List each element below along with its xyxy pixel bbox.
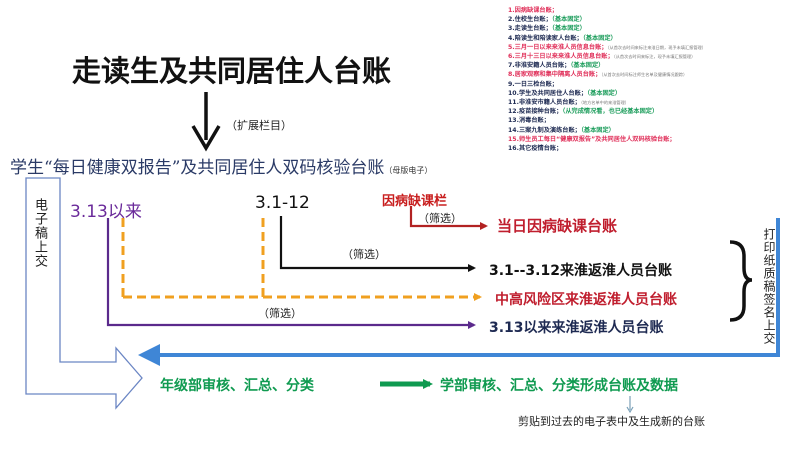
ledger-item-tag: （基本固定） bbox=[587, 89, 622, 97]
ledger-item-text: 非淮安籍人员台账； bbox=[514, 62, 571, 70]
expand-note: （扩展栏目） bbox=[226, 119, 292, 132]
ledger-list-item: 7.非淮安籍人员台账；（基本固定） bbox=[508, 61, 794, 70]
ledger-item-number: 14. bbox=[508, 126, 519, 134]
ledger-item-number: 7. bbox=[508, 62, 515, 70]
ledger-item-number: 16. bbox=[508, 145, 519, 153]
ledger-item-number: 6. bbox=[508, 53, 515, 61]
ledger-heading-sub: （母版电子） bbox=[384, 166, 433, 175]
ledger-item-text: 居家观察和集中隔离人员台账； bbox=[514, 71, 602, 79]
ledger-list-item: 1.因病缺课台账； bbox=[508, 6, 794, 15]
ledger-item-text: 三月一日以来来淮人员信息台账； bbox=[514, 43, 608, 51]
ledger-heading-main: 学生“每日健康双报告”及共同居住人双码核验台账 bbox=[10, 158, 385, 178]
ledger-item-text: 三月十三日以来来淮人员信息台账； bbox=[514, 53, 614, 61]
red-connector bbox=[409, 206, 488, 230]
hollow-arrow bbox=[25, 177, 143, 410]
ledger-item-note: （从首次去时间标注师生名单及健康情况跟踪） bbox=[601, 72, 688, 78]
ledger-item-text: 一日三检台账； bbox=[514, 80, 558, 88]
ledger-list-item: 8.居家观察和集中隔离人员台账；（从首次去时间标注师生名单及健康情况跟踪） bbox=[508, 70, 794, 79]
page-title: 走读生及共同居住人台账 bbox=[72, 54, 392, 88]
ledger-list-item: 5.三月一日以来来淮人员信息台账；（从首次去时间来标注来淮日期，现予未填汇报管理… bbox=[508, 43, 794, 52]
output-sick-ledger: 当日因病缺课台账 bbox=[497, 217, 618, 235]
school-review-step: 学部审核、汇总、分类形成台账及数据 bbox=[440, 378, 678, 394]
ledger-item-text: 走读生台账； bbox=[514, 25, 552, 33]
ledger-list-item: 2.住校生台账；（基本固定） bbox=[508, 15, 794, 24]
ledger-list-item: 11.非淮安市籍人员台账；（地方名单中的来淮管理） bbox=[508, 98, 794, 107]
filter-label-sick: （筛选） bbox=[418, 212, 462, 225]
paste-note: 剪贴到过去的电子表中及生成新的台账 bbox=[518, 415, 705, 428]
filter-label-purple: （筛选） bbox=[258, 307, 302, 320]
output-return-31-312: 3.1--3.12来淮返淮人员台账 bbox=[489, 263, 672, 279]
ledger-item-text: 疫苗接种台账； bbox=[518, 108, 563, 116]
ledger-item-tag: （基本固定） bbox=[580, 126, 615, 134]
ledger-item-text: 其它疫情台账； bbox=[518, 145, 563, 153]
ledger-list-item: 15.师生员工每日“健康双报告”及共同居住人双码核验台账； bbox=[508, 135, 794, 144]
ledger-item-tag: （基本固定） bbox=[570, 62, 605, 70]
ledger-list-item: 14.三案九制及演练台账；（基本固定） bbox=[508, 126, 794, 135]
ledger-item-text: 非淮安市籍人员台账； bbox=[518, 99, 581, 107]
ledger-item-number: 15. bbox=[508, 135, 519, 143]
ledger-item-text: 学生及共同居住人台账； bbox=[518, 89, 588, 97]
ledger-heading: 学生“每日健康双报告”及共同居住人双码核验台账（母版电子） bbox=[10, 153, 432, 178]
output-return-313: 3.13以来来淮返淮人员台账 bbox=[489, 320, 664, 336]
ledger-item-number: 10. bbox=[508, 89, 519, 97]
down-arrow-head bbox=[191, 125, 221, 152]
ledger-item-text: 消毒台账； bbox=[518, 117, 550, 125]
ledger-item-text: 师生员工每日“健康双报告”及共同居住人双码核验台账； bbox=[518, 135, 676, 143]
right-brace bbox=[729, 240, 753, 322]
ledger-item-number: 4. bbox=[508, 34, 515, 42]
ledger-list-item: 4.陪读生和陪读家人台账；（基本固定） bbox=[508, 34, 794, 43]
ledger-item-number: 1. bbox=[508, 7, 515, 14]
black-connector bbox=[279, 216, 476, 272]
grade-review-step: 年级部审核、汇总、分类 bbox=[160, 378, 314, 394]
node-31-12: 3.1-12 bbox=[255, 193, 310, 213]
ledger-item-note: （从首次去时间来标注来淮日期，现予未填汇报管理） bbox=[607, 44, 706, 50]
purple-connector bbox=[106, 218, 476, 329]
ledger-list-item: 9.一日三检台账； bbox=[508, 80, 794, 89]
ledger-item-text: 三案九制及演练台账； bbox=[518, 126, 581, 134]
ledger-item-note: （地方名单中的来淮管理） bbox=[580, 100, 629, 106]
paper-submit-label: 打印纸质稿签名上交 bbox=[762, 228, 776, 345]
ledger-item-number: 5. bbox=[508, 43, 515, 51]
ledger-list-item: 10.学生及共同居住人台账；（基本固定） bbox=[508, 89, 794, 98]
ledger-item-number: 3. bbox=[508, 25, 515, 33]
ledger-item-tag: （基本固定） bbox=[551, 25, 586, 33]
ledger-list-item: 6.三月十三日以来来淮人员信息台账；（从首次去时间来标注，现予未填汇报管理） bbox=[508, 52, 794, 61]
ledger-item-number: 13. bbox=[508, 117, 519, 125]
ledger-item-text: 住校生台账； bbox=[514, 16, 552, 24]
blue-return-line bbox=[158, 218, 780, 357]
ledger-list-item: 16.其它疫情台账； bbox=[508, 144, 794, 153]
sick-column-label: 因病缺课栏 bbox=[382, 194, 448, 209]
ledger-item-number: 12. bbox=[508, 108, 519, 116]
output-risk-area: 中高风险区来淮返淮人员台账 bbox=[495, 292, 677, 308]
ledger-list-item: 12.疫苗接种台账；（从完成情况看，也已经基本固定） bbox=[508, 107, 794, 116]
node-since-313: 3.13以来 bbox=[70, 202, 142, 222]
ledger-item-tag: （基本固定） bbox=[582, 34, 617, 42]
ledger-item-number: 9. bbox=[508, 80, 515, 88]
ledger-item-note: （从首次去时间来标注，现予未填汇报管理） bbox=[613, 54, 696, 60]
ledger-item-number: 2. bbox=[508, 16, 515, 24]
ledger-item-number: 11. bbox=[508, 99, 519, 107]
ledger-list-item: 3.走读生台账；（基本固定） bbox=[508, 24, 794, 33]
ledger-item-tag: （基本固定） bbox=[551, 16, 586, 24]
blue-return-head bbox=[138, 344, 160, 366]
ledger-list: 1.因病缺课台账；2.住校生台账；（基本固定）3.走读生台账；（基本固定）4.陪… bbox=[508, 6, 794, 153]
ledger-list-item: 13.消毒台账； bbox=[508, 116, 794, 125]
ledger-item-tag: （从完成情况看，也已经基本固定） bbox=[562, 108, 659, 116]
electronic-submit-label: 电子稿上交 bbox=[32, 198, 47, 268]
ledger-item-text: 因病缺课台账； bbox=[514, 7, 558, 14]
ledger-item-number: 8. bbox=[508, 71, 515, 79]
filter-label-black: （筛选） bbox=[342, 248, 386, 261]
ledger-item-text: 陪读生和陪读家人台账； bbox=[514, 34, 583, 42]
